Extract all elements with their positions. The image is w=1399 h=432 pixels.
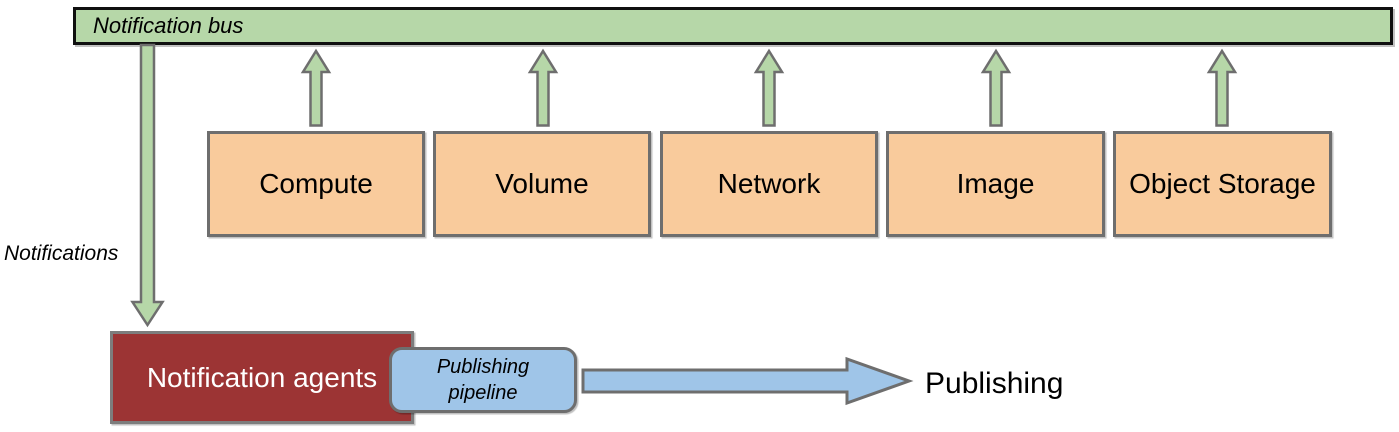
service-label-network: Network — [717, 168, 821, 199]
notification-bus-label: Notification bus — [93, 13, 244, 38]
service-box-compute: Compute — [207, 131, 425, 237]
up-arrow-volume-icon — [527, 48, 559, 127]
notification-agents-label: Notification agents — [146, 361, 378, 393]
service-box-object-storage: Object Storage — [1113, 131, 1332, 237]
notifications-flow-label: Notifications — [4, 242, 119, 265]
publishing-pipeline-label-line2: pipeline — [448, 382, 518, 404]
service-label-compute: Compute — [259, 168, 373, 199]
publishing-pipeline-label-line1: Publishing — [436, 356, 530, 378]
publishing-pipeline-box: Publishing pipeline — [389, 347, 577, 413]
publishing-right-arrow-icon — [581, 356, 914, 406]
service-label-image: Image — [956, 168, 1035, 199]
service-box-volume: Volume — [433, 131, 651, 237]
service-label-volume: Volume — [495, 168, 589, 199]
notification-bus-bar: Notification bus — [73, 7, 1393, 45]
service-box-image: Image — [886, 131, 1105, 237]
up-arrow-image-icon — [980, 48, 1012, 127]
up-arrow-compute-icon — [300, 48, 332, 127]
service-label-object-storage: Object Storage — [1129, 168, 1316, 199]
notifications-down-arrow-icon — [130, 43, 165, 328]
up-arrow-network-icon — [753, 48, 785, 127]
service-box-network: Network — [660, 131, 878, 237]
up-arrow-object-storage-icon — [1206, 48, 1238, 127]
publishing-label: Publishing — [925, 367, 1064, 400]
notification-agents-box: Notification agents — [110, 331, 414, 424]
